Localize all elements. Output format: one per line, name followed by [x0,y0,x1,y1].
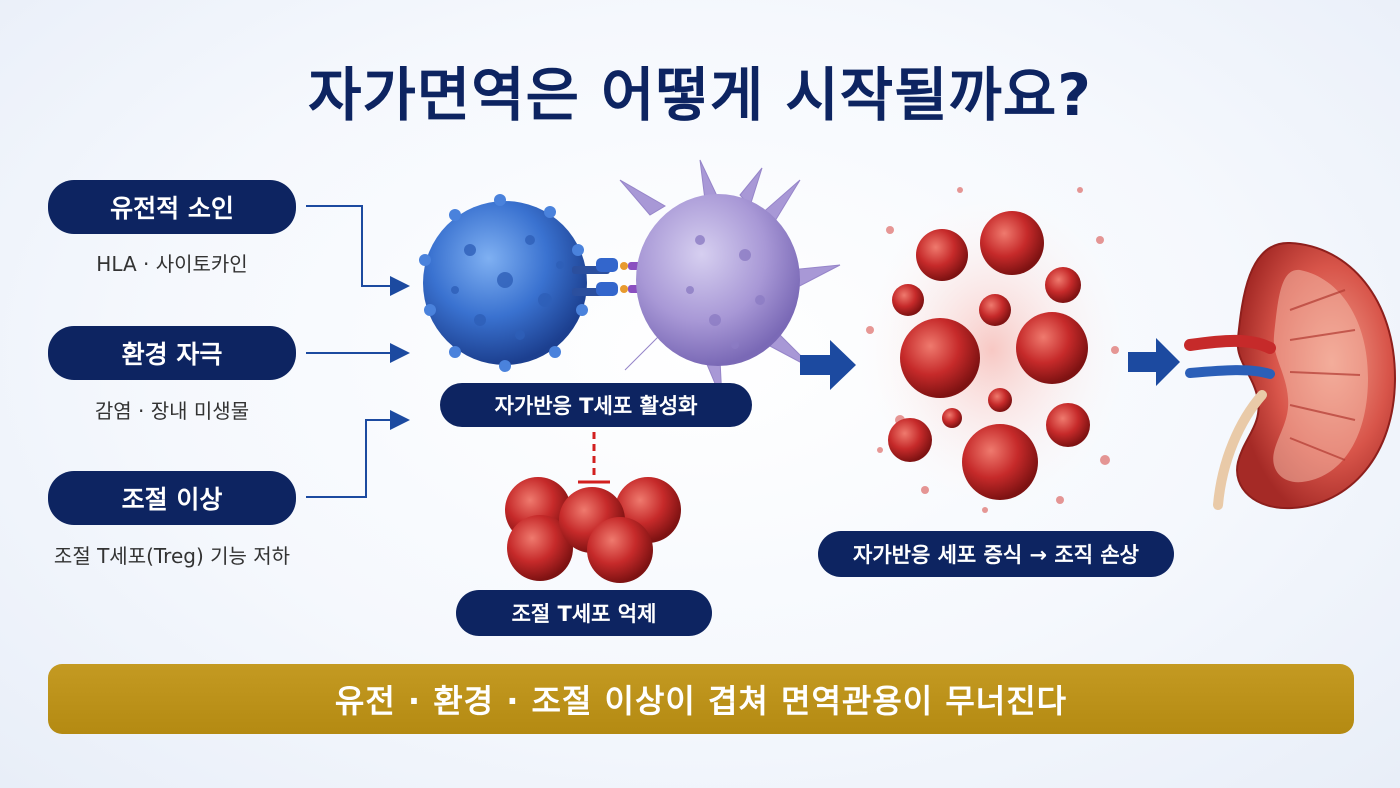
factor-genetic: 유전적 소인 [48,180,296,234]
treg-cluster [505,477,681,583]
label-proliferation-damage: 자가반응 세포 증식 → 조직 손상 [818,531,1174,577]
arrow-to-kidney [1128,338,1180,386]
factor-genetic-sub: HLA · 사이토카인 [96,252,248,276]
factor-environment: 환경 자극 [48,326,296,380]
proliferating-cells [852,185,1132,515]
factor-environment-sub: 감염 · 장내 미생물 [94,399,250,423]
label-t-cell-activation: 자가반응 T세포 활성화 [440,383,752,427]
connector-regulation [306,410,410,498]
inhibition-line [578,432,610,484]
label-treg-suppression: 조절 T세포 억제 [456,590,712,636]
summary-banner: 유전 · 환경 · 조절 이상이 겹쳐 면역관용이 무너진다 [48,664,1354,734]
factor-regulation-sub: 조절 T세포(Treg) 기능 저하 [53,544,291,568]
factor-regulation: 조절 이상 [48,471,296,525]
arrow-to-proliferation [800,340,856,390]
connector-genetic [306,205,410,296]
t-cell [419,194,588,372]
page-title: 자가면역은 어떻게 시작될까요? [308,61,1092,129]
kidney [1184,241,1397,510]
antigen-presenting-cell [619,159,841,401]
